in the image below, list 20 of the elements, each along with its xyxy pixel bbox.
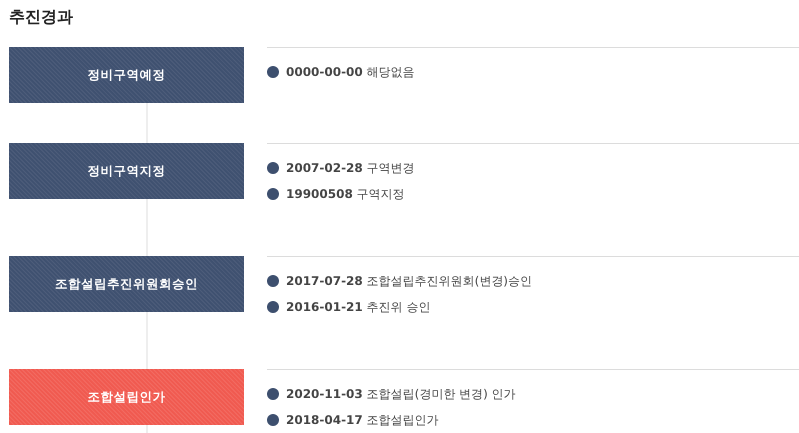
stage-label: 조합설립인가 (88, 388, 166, 406)
timeline-entry: 2018-04-17 조합설립인가 (286, 412, 439, 428)
stage-box (9, 369, 244, 425)
timeline-line (146, 102, 148, 144)
timeline-entry: 2016-01-21 추진위 승인 (286, 298, 430, 316)
timeline-line (146, 198, 148, 256)
page-title: 추진경과 (9, 6, 73, 28)
stage-label: 정비구역예정 (88, 66, 166, 84)
timeline-entry: 2020-11-03 조합설립(경미한 변경) 인가 (286, 386, 516, 402)
timeline-entry: 2007-02-28 구역변경 (286, 160, 415, 176)
stage-label: 조합설립추진위원회승인 (55, 276, 198, 292)
timeline-line (146, 312, 148, 370)
timeline-line (146, 424, 148, 433)
stage-label: 정비구역지정 (88, 162, 166, 180)
timeline-entry: 2017-07-28 조합설립추진위원회(변경)승인 (286, 272, 532, 290)
timeline-entry: 0000-00-00 해당없음 (286, 64, 415, 80)
timeline-entry: 19900508 구역지정 (286, 186, 405, 202)
stage-box (9, 256, 244, 312)
stage-box (9, 143, 244, 199)
stage-box (9, 47, 244, 103)
